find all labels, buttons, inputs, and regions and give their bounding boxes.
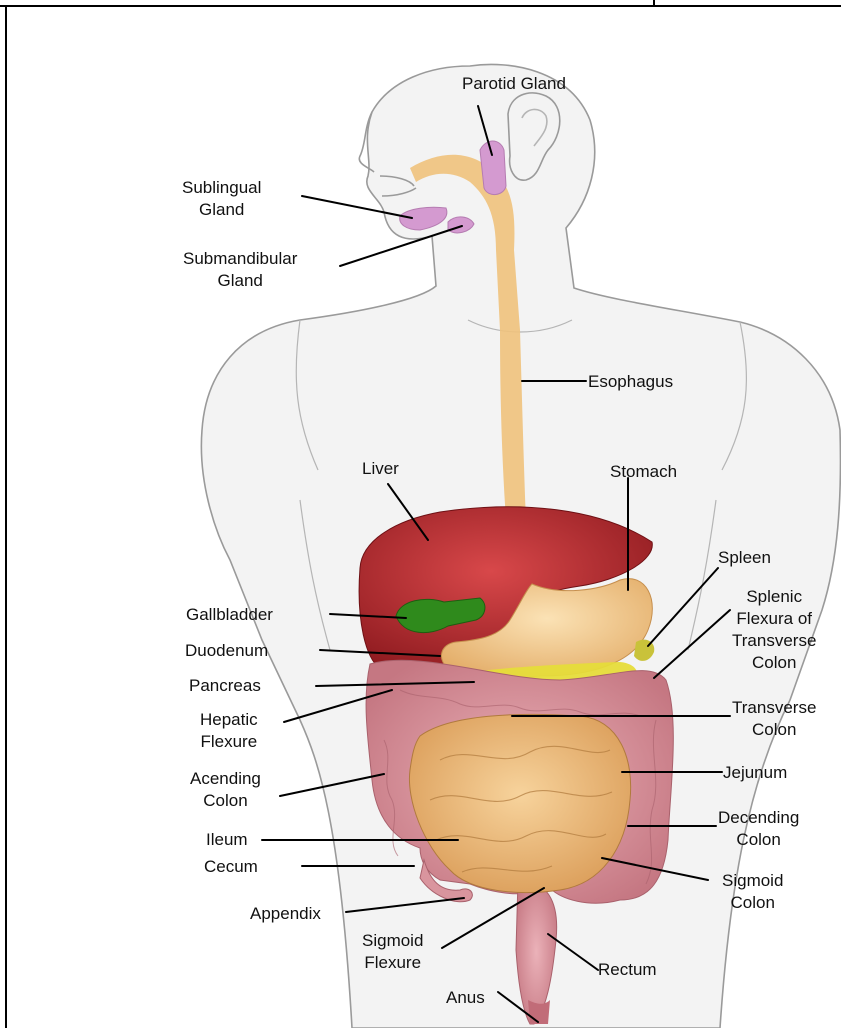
label-parotid-gland: Parotid Gland	[462, 73, 566, 95]
label-sigmoid-flexure: Sigmoid Flexure	[362, 930, 423, 974]
label-sigmoid-colon: Sigmoid Colon	[722, 870, 783, 914]
label-pancreas: Pancreas	[189, 675, 261, 697]
label-rectum: Rectum	[598, 959, 657, 981]
label-transverse-colon: Transverse Colon	[732, 697, 816, 741]
label-sublingual-gland: Sublingual Gland	[182, 177, 261, 221]
label-splenic-flexura: Splenic Flexura of Transverse Colon	[732, 586, 816, 674]
label-jejunum: Jejunum	[723, 762, 787, 784]
label-stomach: Stomach	[610, 461, 677, 483]
label-liver: Liver	[362, 458, 399, 480]
label-hepatic-flexure: Hepatic Flexure	[200, 709, 258, 753]
label-esophagus: Esophagus	[588, 371, 673, 393]
label-ileum: Ileum	[206, 829, 248, 851]
label-duodenum: Duodenum	[185, 640, 268, 662]
label-anus: Anus	[446, 987, 485, 1009]
label-cecum: Cecum	[204, 856, 258, 878]
label-gallbladder: Gallbladder	[186, 604, 273, 626]
label-decending-colon: Decending Colon	[718, 807, 799, 851]
label-acending-colon: Acending Colon	[190, 768, 261, 812]
label-spleen: Spleen	[718, 547, 771, 569]
label-submandibular-gland: Submandibular Gland	[183, 248, 297, 292]
label-appendix: Appendix	[250, 903, 321, 925]
